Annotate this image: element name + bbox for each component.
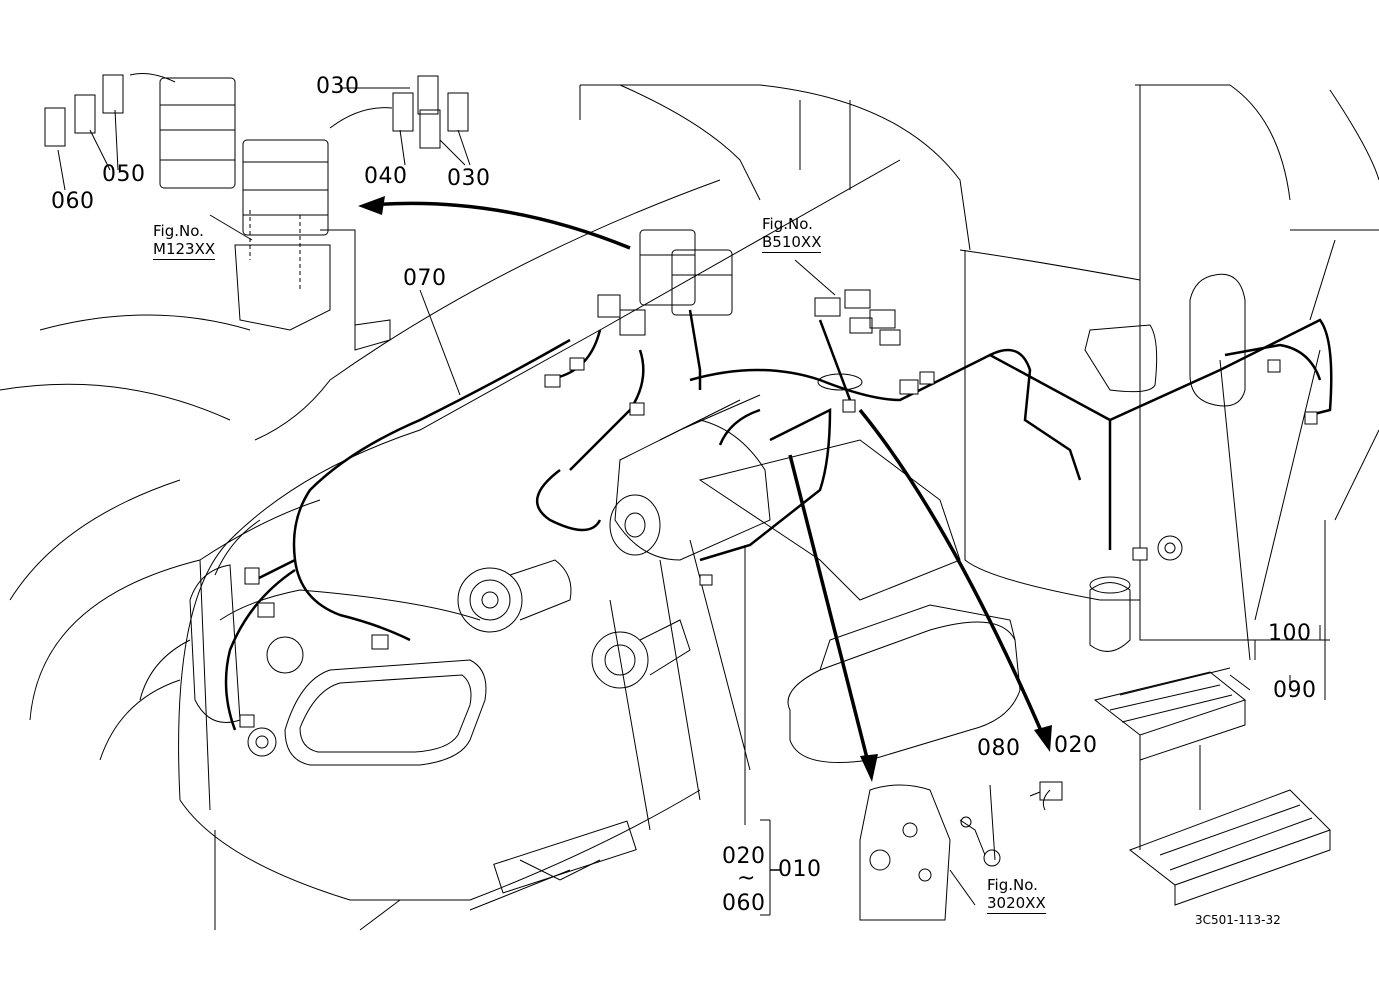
fuse-move-arrows — [129, 73, 393, 129]
starter-motor — [609, 394, 771, 561]
part-label-030-top: 030 — [316, 74, 360, 99]
part-label-060: 060 — [51, 189, 95, 214]
alternator — [457, 559, 572, 633]
part-label-080: 080 — [977, 736, 1021, 761]
part-label-070: 070 — [403, 266, 447, 291]
figure-ref-number: 3020XX — [987, 894, 1046, 914]
part-label-020-range-start: 020 — [722, 844, 766, 869]
figure-ref-b510: Fig.No. B510XX — [762, 215, 822, 253]
hood-body — [178, 159, 901, 931]
relay-block — [597, 229, 733, 336]
drawing-code: 3C501-113-32 — [1195, 913, 1281, 927]
range-tilde: ~ — [737, 866, 756, 891]
harness-wire — [224, 309, 1333, 731]
ac-compressor — [591, 619, 691, 689]
harness-connectors — [239, 357, 1318, 728]
fuse-box-assembly — [44, 74, 469, 351]
leader-lines — [57, 87, 1336, 916]
part-label-040: 040 — [364, 164, 408, 189]
part-label-100: 100 — [1268, 621, 1312, 646]
figure-ref-m123: Fig.No. M123XX — [153, 222, 216, 260]
part-label-050: 050 — [102, 162, 146, 187]
part-label-060-range-end: 060 — [722, 891, 766, 916]
front-tire-outline — [0, 314, 251, 761]
figure-ref-3020: Fig.No. 3020XX — [987, 876, 1046, 914]
part-label-020-right: 020 — [1054, 733, 1098, 758]
arrow-heads — [358, 196, 1052, 782]
part-label-010: 010 — [778, 857, 822, 882]
cab-frame — [579, 84, 1379, 700]
figure-ref-number: B510XX — [762, 233, 822, 253]
figure-ref-caption: Fig.No. — [153, 222, 204, 240]
figure-ref-caption: Fig.No. — [987, 876, 1038, 894]
range-dash — [770, 869, 780, 871]
cab-steps — [1093, 667, 1331, 906]
figure-ref-number: M123XX — [153, 240, 216, 260]
engine-block — [609, 439, 1021, 921]
part-label-030-bottom: 030 — [447, 166, 491, 191]
part-label-090: 090 — [1273, 678, 1317, 703]
figure-ref-caption: Fig.No. — [762, 215, 813, 233]
leader-arrows — [369, 201, 1047, 771]
small-parts — [959, 535, 1183, 867]
